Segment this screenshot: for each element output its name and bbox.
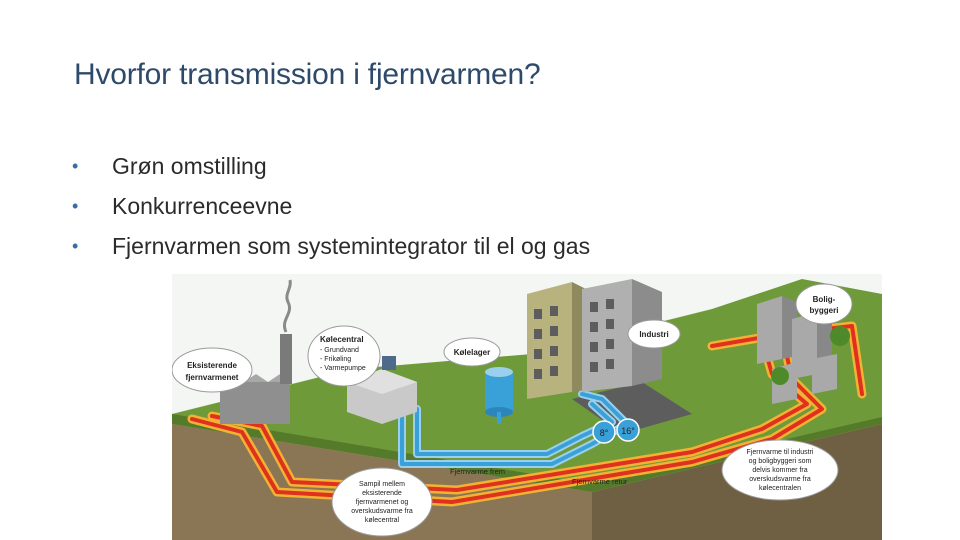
- bullet-dot-icon: •: [72, 195, 79, 216]
- bullet-dot-icon: •: [72, 235, 79, 256]
- bullet-dot-icon: •: [72, 155, 79, 176]
- residential-buildings: [757, 296, 850, 404]
- cloud-kolecentral: Kølecentral - Grundvand - Frikøling - Va…: [307, 325, 381, 387]
- bullet-item: • Konkurrenceevne: [70, 186, 590, 226]
- cooling-central: [347, 356, 417, 424]
- cloud-text-line: Sampil mellem: [359, 481, 405, 488]
- bullet-text: Konkurrenceevne: [112, 192, 293, 219]
- bullet-item: • Fjernvarmen som systemintegrator til e…: [70, 226, 590, 266]
- temp-cold-label: 8°: [600, 428, 609, 438]
- cloud-kolelager: Kølelager: [443, 337, 501, 367]
- svg-text:Industri: Industri: [639, 330, 668, 339]
- pipe-retur-label: Fjernvarme retur: [572, 477, 628, 486]
- cloud-fjernvarme: Fjernvarme til industri og boligbyggeri s…: [721, 439, 839, 501]
- pipe-frem-label: Fjernvarme frem: [450, 467, 505, 476]
- pipe-hot: [190, 332, 824, 504]
- svg-text:- Varmepumpe: - Varmepumpe: [320, 365, 366, 372]
- svg-text:fjernvarmenet: fjernvarmenet: [186, 373, 239, 382]
- cloud-text-line: fjernvarmenet og: [356, 499, 409, 506]
- svg-text:Bolig-: Bolig-: [813, 295, 836, 304]
- cloud-samspil: Sampil mellem eksisterende fjernvarmenet o…: [331, 467, 433, 537]
- cloud-text-line: kølecentralen: [759, 485, 801, 492]
- cloud-text-line: Fjernvarme til industri: [747, 449, 814, 456]
- temp-cold-marker: [592, 420, 616, 444]
- svg-text:byggeri: byggeri: [810, 306, 839, 315]
- diagram-svg: 8° 16°: [172, 274, 882, 540]
- cloud-text-line: overskudsvarme fra: [749, 476, 811, 483]
- bullet-text: Grøn omstilling: [112, 152, 267, 179]
- svg-text:- Frikøling: - Frikøling: [320, 356, 351, 363]
- svg-text:Eksisterende: Eksisterende: [187, 361, 237, 370]
- cloud-text-line: eksisterende: [362, 490, 402, 497]
- bullet-list: • Grøn omstilling • Konkurrenceevne • Fj…: [70, 146, 590, 266]
- temp-warm-label: 16°: [621, 426, 635, 436]
- pipe-cold: [400, 392, 629, 466]
- bullet-item: • Grøn omstilling: [70, 146, 590, 186]
- svg-text:Kølecentral: Kølecentral: [320, 335, 364, 344]
- cloud-industri: Industri: [627, 319, 681, 349]
- svg-text:- Grundvand: - Grundvand: [320, 347, 359, 354]
- cloud-text-line: overskudsvarme fra: [351, 508, 413, 515]
- cloud-text-line: kølecentral: [365, 517, 400, 524]
- cloud-bolig: Bolig- byggeri: [795, 283, 853, 325]
- cloud-text-line: og boligbyggeri som: [749, 458, 812, 465]
- temp-warm-marker: [616, 418, 640, 442]
- slide-title: Hvorfor transmission i fjernvarmen?: [74, 58, 541, 91]
- cloud-text-line: delvis kommer fra: [752, 467, 807, 474]
- pipe-cold-2: [415, 402, 614, 456]
- cloud-eksisterende: Eksisterende fjernvarmenet: [172, 347, 253, 393]
- svg-text:Kølelager: Kølelager: [454, 348, 490, 357]
- bullet-text: Fjernvarmen som systemintegrator til el …: [112, 232, 591, 259]
- cooling-storage-tank: [485, 367, 513, 424]
- district-heating-diagram: 8° 16°: [172, 274, 882, 540]
